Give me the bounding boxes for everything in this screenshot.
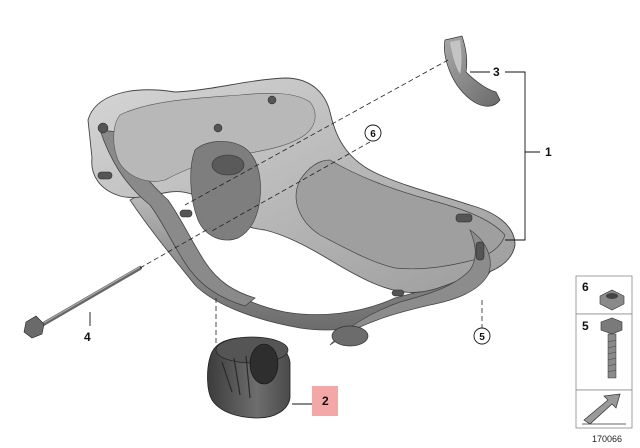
- mount-slot-lower-left: [179, 209, 193, 218]
- dash-line-nut6: [209, 141, 371, 233]
- callout-6-circle: 6: [364, 124, 382, 142]
- rubber-mount-bore: [249, 343, 279, 385]
- rubber-mount-ribs: [221, 355, 251, 399]
- callout-4: 4: [84, 330, 91, 344]
- mount-slot-left: [97, 171, 113, 180]
- bolt-icon: [600, 317, 623, 379]
- mount-hole-front-left: [97, 122, 109, 134]
- callout-leaders: [89, 71, 540, 405]
- callout-3: 3: [493, 65, 500, 79]
- svg-text:5: 5: [479, 332, 485, 343]
- callout-2-highlight: 2: [312, 386, 338, 416]
- bracket-part: [444, 35, 501, 107]
- mount-slot-right: [455, 213, 473, 223]
- dash-line-bolt4: [139, 227, 211, 269]
- long-bolt-shank: [38, 266, 142, 328]
- legend-label-5: 5: [582, 319, 589, 333]
- callout-5-circle: 5: [473, 327, 491, 345]
- long-bolt-head: [23, 315, 45, 339]
- mount-slot-lower-mid: [391, 289, 405, 297]
- mount-hole-rear-left: [267, 95, 277, 105]
- long-bolt-highlight: [41, 266, 141, 325]
- nut-icon: [599, 289, 625, 311]
- subframe-rear-bushing: [331, 325, 369, 347]
- subframe-right-rear: [295, 159, 506, 270]
- dash-line-bracket: [184, 59, 449, 206]
- mount-hole-top: [213, 123, 223, 133]
- subframe-part: [87, 77, 516, 347]
- legend-label-6: 6: [582, 280, 589, 294]
- document-id: 170066: [592, 434, 622, 444]
- assembly-lines: [139, 59, 483, 345]
- svg-text:6: 6: [370, 129, 376, 140]
- subframe-top-plate: [113, 92, 316, 182]
- rubber-mount-part: [207, 336, 291, 419]
- leader-1: [505, 71, 540, 241]
- orientation-arrow-icon: [582, 393, 626, 425]
- long-bolt-part: [23, 266, 142, 339]
- mount-slot-right-lower: [475, 241, 485, 261]
- bracket-shade: [450, 40, 462, 74]
- callout-1: 1: [545, 145, 552, 159]
- svg-text:2: 2: [322, 394, 329, 408]
- hardware-legend: 6 5: [575, 275, 633, 429]
- subframe-tower-hole: [211, 154, 245, 176]
